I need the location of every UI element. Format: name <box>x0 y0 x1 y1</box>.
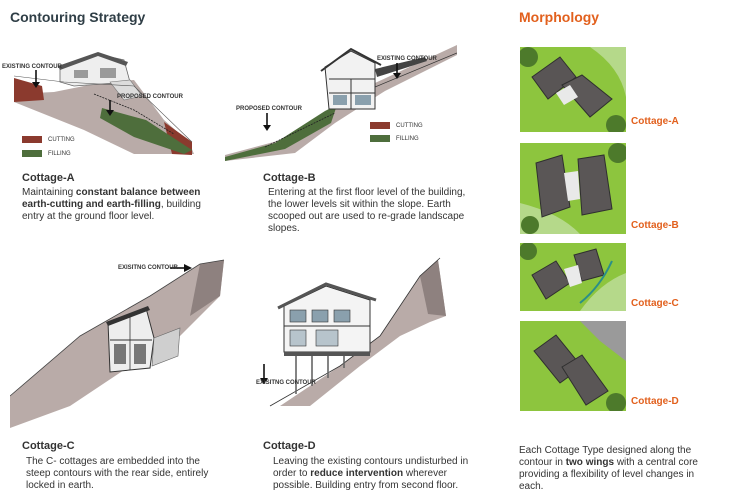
morphology-label-cottage-b: Cottage-B <box>631 220 679 231</box>
cutting-swatch <box>370 122 390 129</box>
cottage-c-description: The C- cottages are embedded into the st… <box>26 456 209 491</box>
cottage-b-heading: Cottage-B <box>263 172 316 184</box>
morphology-title: Morphology <box>519 9 600 25</box>
filling-swatch <box>370 135 390 142</box>
legend-filling-label: FILLING <box>396 135 419 142</box>
morphology-label-cottage-c: Cottage-C <box>631 298 679 309</box>
morphology-description: Each Cottage Type designed along the con… <box>519 445 698 492</box>
morphology-cottage-d-plan <box>520 321 626 411</box>
morphology-cottage-a-plan <box>520 47 626 132</box>
cottage-a-section-diagram <box>14 52 194 155</box>
cottage-b-legend-cutting: CUTTING <box>370 122 423 129</box>
cottage-b-proposed-contour-label: PROPOSED CONTOUR <box>236 106 302 112</box>
cutting-swatch <box>22 136 42 143</box>
morphology-label-cottage-d: Cottage-D <box>631 396 679 407</box>
morphology-label-cottage-a: Cottage-A <box>631 116 679 127</box>
cottage-d-section-diagram <box>260 257 446 407</box>
filling-swatch <box>22 150 42 157</box>
legend-filling-label: FILLING <box>48 150 71 157</box>
cottage-b-description: Entering at the first floor level of the… <box>268 187 466 234</box>
cottage-d-existing-contour-label: EXISITNG CONTOUR <box>256 380 316 386</box>
legend-cutting-label: CUTTING <box>48 136 75 143</box>
cottage-c-existing-contour-label: EXISITNG CONTOUR <box>118 265 178 271</box>
cottage-d-description: Leaving the existing contours undisturbe… <box>273 456 469 491</box>
cottage-a-heading: Cottage-A <box>22 172 75 184</box>
cottage-b-existing-contour-label: EXISTING CONTOUR <box>377 56 437 62</box>
legend-cutting-label: CUTTING <box>396 122 423 129</box>
cottage-a-legend-cutting: CUTTING <box>22 136 75 143</box>
morphology-cottage-b-plan <box>520 143 626 234</box>
cottage-b-legend-filling: FILLING <box>370 135 419 142</box>
morphology-cottage-c-plan <box>520 243 626 311</box>
cottage-a-proposed-contour-label: PROPOSED CONTOUR <box>117 94 183 100</box>
cottage-b-section-diagram <box>225 45 457 161</box>
cottage-a-description: Maintaining constant balance between ear… <box>22 187 201 222</box>
cottage-c-heading: Cottage-C <box>22 440 75 452</box>
cottage-d-heading: Cottage-D <box>263 440 316 452</box>
cottage-a-legend-filling: FILLING <box>22 150 71 157</box>
cottage-c-section-diagram <box>10 259 225 428</box>
cottage-a-existing-contour-label: EXISTING CONTOUR <box>2 64 62 70</box>
contouring-strategy-title: Contouring Strategy <box>10 9 146 25</box>
